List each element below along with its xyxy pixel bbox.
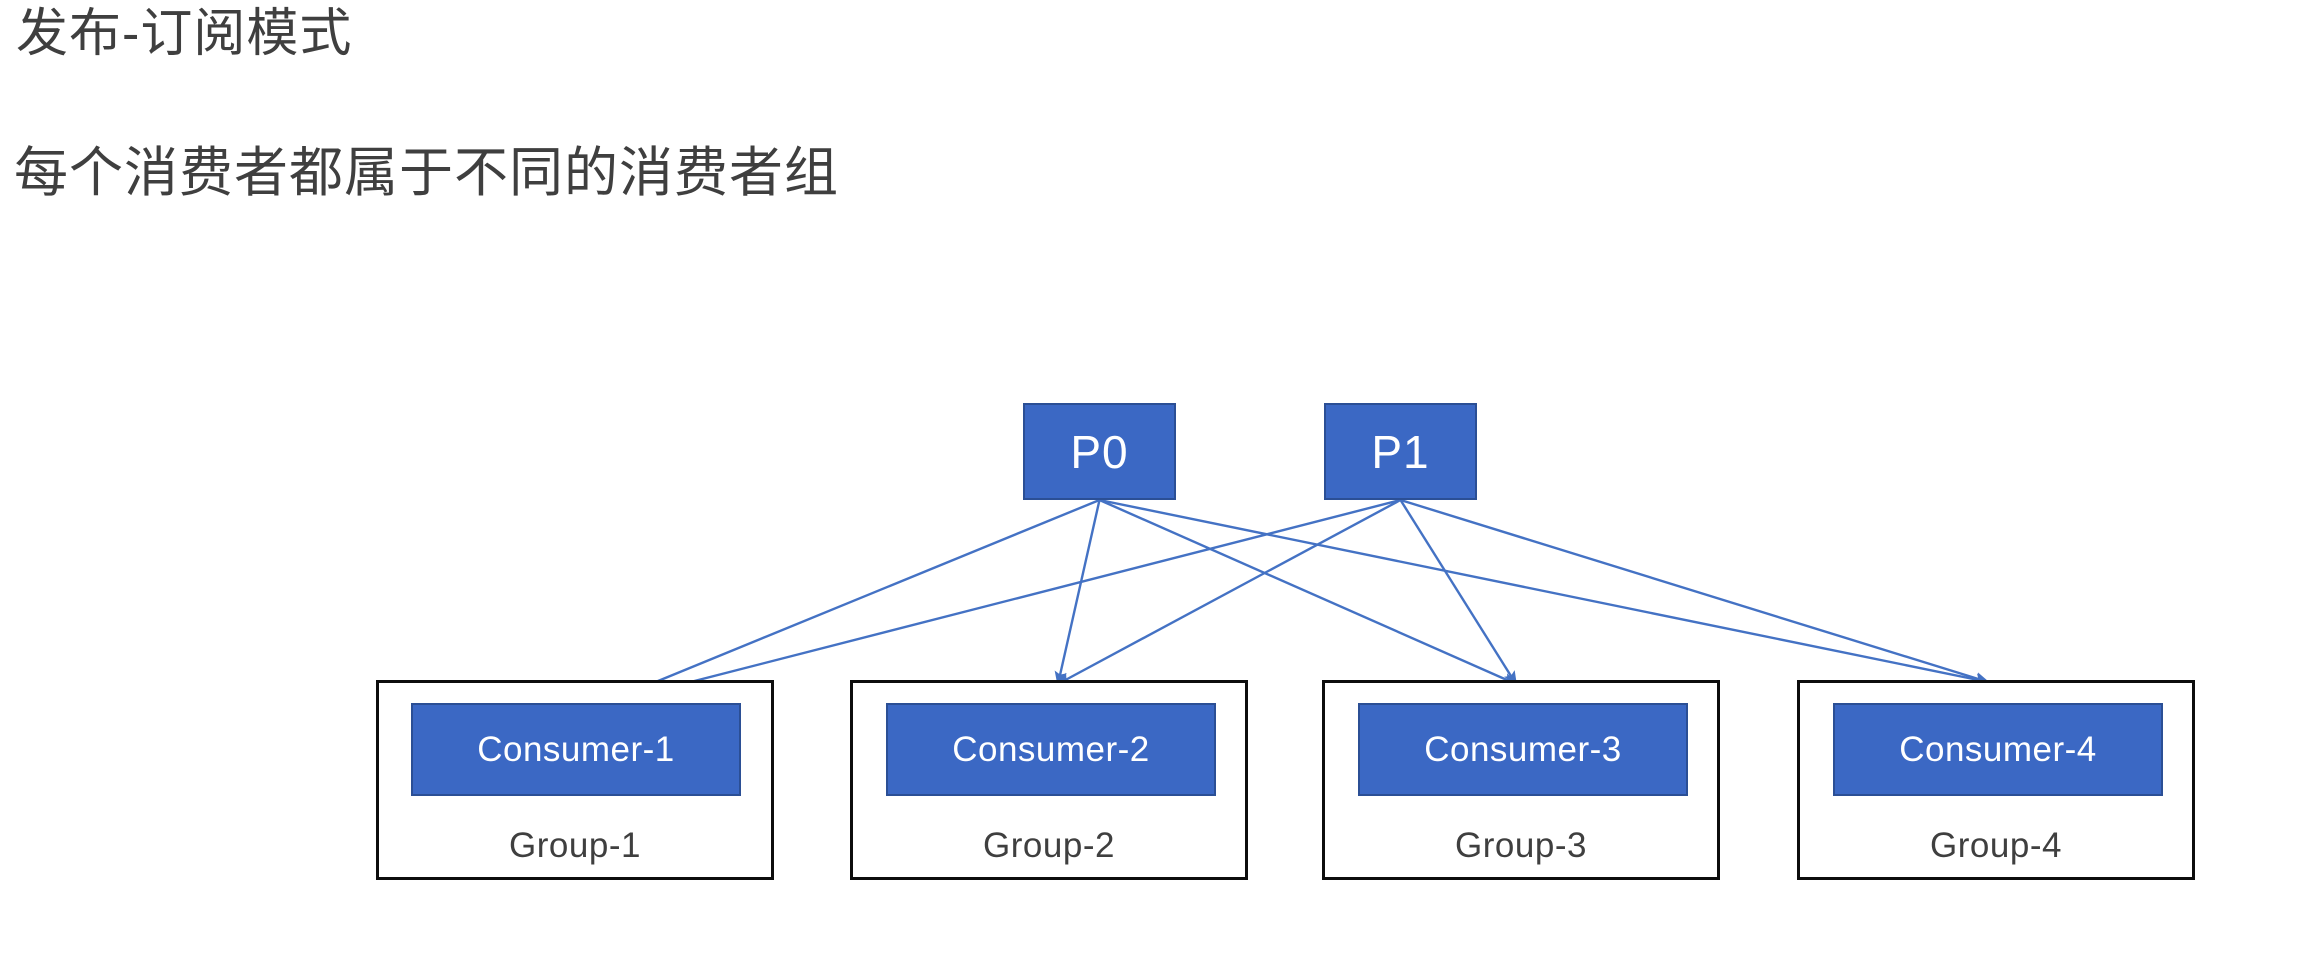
consumer-label: Consumer-4 <box>1899 729 2097 769</box>
partition-box-p0[interactable]: P0 <box>1023 403 1176 500</box>
partition-label: P0 <box>1070 425 1129 478</box>
partition-box-p1[interactable]: P1 <box>1324 403 1477 500</box>
connector-p1-to-group-1 <box>595 498 1401 709</box>
connector-p0-to-group-3 <box>1099 498 1518 686</box>
group-label-2: Group-2 <box>983 826 1115 865</box>
group-label-4: Group-4 <box>1930 826 2062 865</box>
consumer-box-3[interactable]: Consumer-3 <box>1358 703 1688 796</box>
connector-p1-to-group-4 <box>1400 498 1990 685</box>
connector-p0-to-group-4 <box>1099 498 1990 686</box>
page-title: 发布-订阅模式 <box>16 5 353 63</box>
consumer-label: Consumer-1 <box>477 729 675 769</box>
group-label-3: Group-3 <box>1455 826 1587 865</box>
connector-p0-to-group-2 <box>1054 499 1101 686</box>
consumer-label: Consumer-2 <box>952 729 1150 769</box>
connector-p0-to-group-1 <box>595 498 1100 708</box>
consumer-box-4[interactable]: Consumer-4 <box>1833 703 2163 796</box>
connector-p1-to-group-3 <box>1399 499 1518 686</box>
consumer-box-1[interactable]: Consumer-1 <box>411 703 741 796</box>
group-label-1: Group-1 <box>509 826 641 865</box>
consumer-label: Consumer-3 <box>1424 729 1622 769</box>
connector-p1-to-group-2 <box>1056 498 1402 686</box>
consumer-box-2[interactable]: Consumer-2 <box>886 703 1216 796</box>
partition-label: P1 <box>1371 425 1430 478</box>
page-subtitle: 每个消费者都属于不同的消费者组 <box>14 143 839 203</box>
